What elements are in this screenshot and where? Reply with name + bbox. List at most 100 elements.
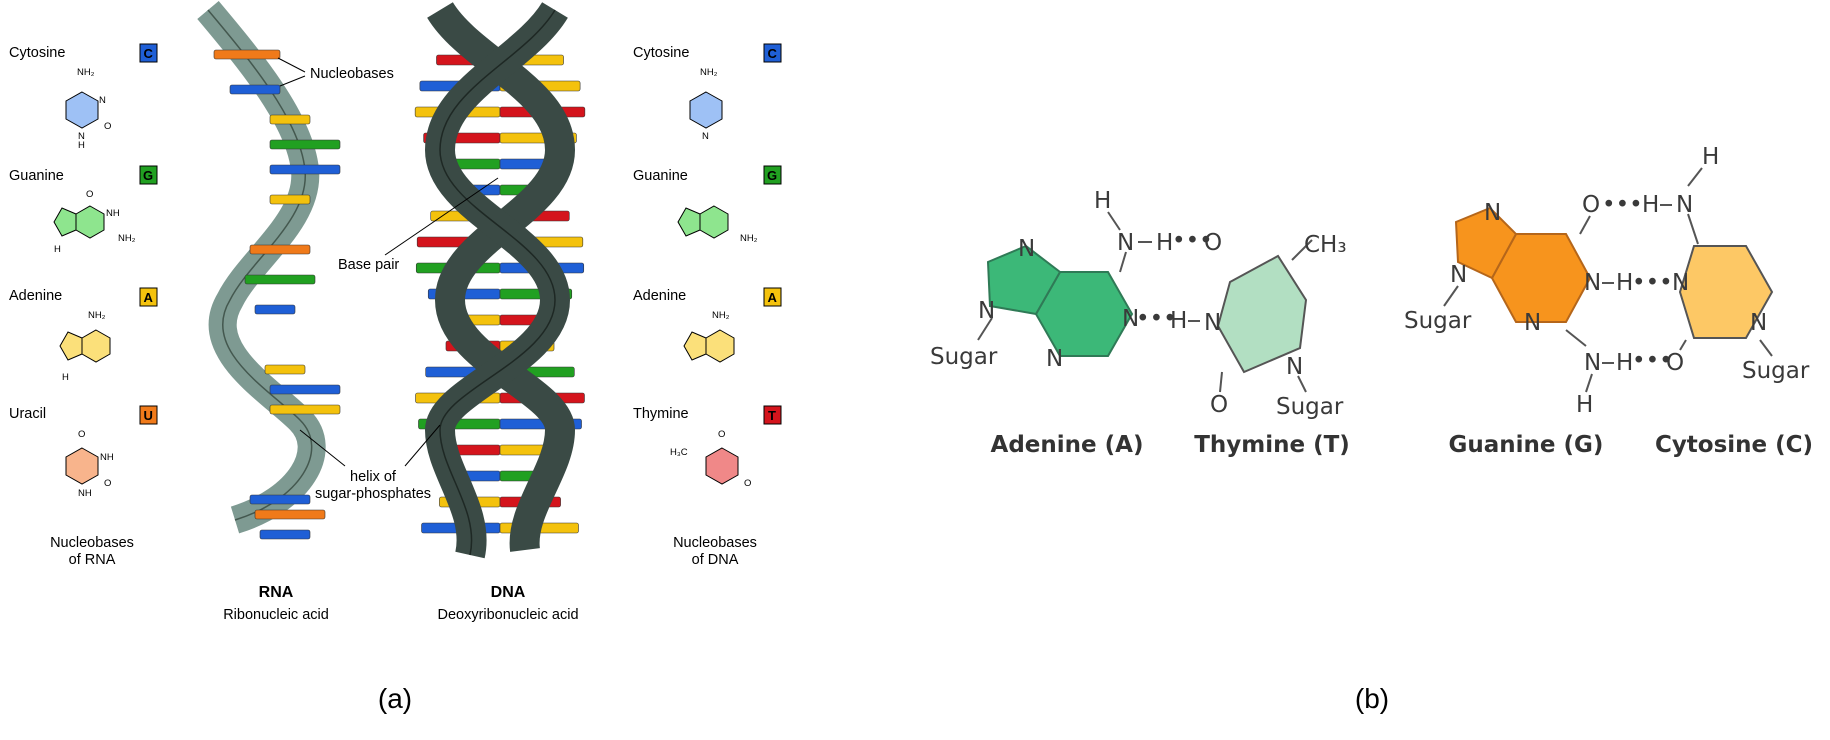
guanine-structure-icon bbox=[76, 206, 104, 238]
base-name-adenine: Adenine bbox=[9, 288, 62, 304]
uracil-structure-icon bbox=[66, 448, 98, 484]
atom-label: NH₂ bbox=[700, 67, 718, 78]
bond bbox=[1586, 374, 1592, 392]
dna-nucleobases-caption: of DNA bbox=[692, 552, 739, 568]
badge-letter-a: A bbox=[144, 290, 154, 305]
bond bbox=[1444, 286, 1458, 306]
methyl-label: CH₃ bbox=[1304, 232, 1347, 258]
atom-h: H bbox=[1642, 192, 1659, 218]
rna-base-rung bbox=[265, 365, 305, 374]
atom-label: NH₂ bbox=[77, 67, 95, 78]
rna-base-rung bbox=[270, 165, 340, 174]
atom-label: H bbox=[78, 140, 85, 151]
rna-base-rung bbox=[255, 510, 325, 519]
dna-subtitle: Deoxyribonucleic acid bbox=[437, 607, 578, 623]
guanine-ring-icon bbox=[678, 208, 700, 236]
badge-letter-t: T bbox=[768, 408, 776, 423]
rna-nucleobases-caption: Nucleobases bbox=[50, 535, 134, 551]
rna-base-rung bbox=[230, 85, 280, 94]
adenine-ring-icon bbox=[684, 332, 706, 360]
panel-a-label: (a) bbox=[378, 683, 412, 714]
badge-letter-a: A bbox=[768, 290, 778, 305]
helix-annotation: sugar-phosphates bbox=[315, 486, 431, 502]
atom-label: O bbox=[78, 429, 85, 440]
cytosine-caption: Cytosine (C) bbox=[1655, 432, 1813, 458]
rna-base-rung bbox=[260, 530, 310, 539]
rna-nucleobase-list: Cytosine C NH₂ N N H O Guanine G O NH NH… bbox=[9, 44, 157, 568]
atom-label: N bbox=[99, 95, 106, 106]
bond bbox=[1580, 216, 1590, 234]
atom-h: H bbox=[1616, 270, 1633, 296]
dna-title: DNA bbox=[491, 584, 526, 601]
h-bond-dots: ••• bbox=[1632, 270, 1673, 296]
atom-n: N bbox=[1524, 310, 1541, 336]
atom-label: NH bbox=[106, 208, 120, 219]
bond bbox=[1680, 340, 1686, 350]
atom-n: N bbox=[1672, 270, 1689, 296]
rna-base-rung bbox=[270, 385, 340, 394]
atom-h: H bbox=[1094, 188, 1111, 214]
atom-n: N bbox=[1484, 200, 1501, 226]
cytosine-structure-icon bbox=[66, 92, 98, 128]
adenine-structure-icon bbox=[706, 330, 734, 362]
atom-label: NH₂ bbox=[118, 233, 136, 244]
atom-n: N bbox=[1286, 354, 1303, 380]
atom-label: NH₂ bbox=[712, 310, 730, 321]
atom-o: O bbox=[1582, 192, 1600, 218]
base-name-adenine: Adenine bbox=[633, 288, 686, 304]
atom-h: H bbox=[1616, 350, 1633, 376]
sugar-label: Sugar bbox=[930, 344, 998, 370]
sugar-label: Sugar bbox=[1742, 358, 1810, 384]
atom-n: N bbox=[1117, 230, 1134, 256]
panel-a: Cytosine C NH₂ N N H O Guanine G O NH NH… bbox=[9, 10, 781, 714]
bond bbox=[1760, 340, 1772, 356]
atom-o: O bbox=[1210, 392, 1228, 418]
base-name-cytosine: Cytosine bbox=[633, 45, 689, 61]
atom-label: NH bbox=[78, 488, 92, 499]
bond bbox=[1688, 214, 1698, 244]
atom-label: H₃C bbox=[670, 447, 688, 458]
adenine-structure-icon bbox=[82, 330, 110, 362]
atom-label: O bbox=[104, 478, 111, 489]
atom-label: O bbox=[718, 429, 725, 440]
badge-letter-c: C bbox=[768, 46, 778, 61]
base-name-guanine: Guanine bbox=[633, 168, 688, 184]
atom-label: NH bbox=[100, 452, 114, 463]
rna-base-rung bbox=[270, 140, 340, 149]
bond bbox=[1108, 212, 1120, 230]
badge-letter-g: G bbox=[767, 168, 777, 183]
base-pair-annotation: Base pair bbox=[338, 257, 399, 273]
atom-n: N bbox=[1046, 346, 1063, 372]
badge-letter-u: U bbox=[144, 408, 153, 423]
badge-letter-c: C bbox=[144, 46, 154, 61]
rna-base-rung bbox=[250, 495, 310, 504]
guanine-caption: Guanine (G) bbox=[1449, 432, 1604, 458]
rna-helix bbox=[208, 10, 340, 539]
rna-base-rung bbox=[214, 50, 280, 59]
adenine-caption: Adenine (A) bbox=[991, 432, 1144, 458]
rna-nucleobases-caption: of RNA bbox=[69, 552, 116, 568]
bond bbox=[1688, 168, 1702, 186]
bond bbox=[1220, 372, 1222, 392]
atom-n: N bbox=[1750, 310, 1767, 336]
adenine-ring-icon bbox=[60, 332, 82, 360]
atom-label: NH₂ bbox=[88, 310, 106, 321]
sugar-label: Sugar bbox=[1404, 308, 1472, 334]
panel-b: N N N N Sugar N H H ••• ••• H O N N O C bbox=[930, 144, 1813, 714]
atom-h: H bbox=[1170, 308, 1187, 334]
guanine-cytosine-pair: N N N N Sugar O ••• H ••• N H ••• H H bbox=[1404, 144, 1813, 458]
rna-base-rung bbox=[270, 405, 340, 414]
guanine-ring-icon bbox=[54, 208, 76, 236]
atom-n: N bbox=[1018, 236, 1035, 262]
thymine-caption: Thymine (T) bbox=[1194, 432, 1350, 458]
atom-h: H bbox=[1702, 144, 1719, 170]
atom-n: N bbox=[1204, 310, 1221, 336]
pointer-line bbox=[280, 76, 305, 86]
atom-o: O bbox=[1666, 350, 1684, 376]
atom-n: N bbox=[978, 298, 995, 324]
rna-base-rung bbox=[245, 275, 315, 284]
atom-label: NH₂ bbox=[740, 233, 758, 244]
atom-o: O bbox=[1204, 230, 1222, 256]
rna-base-rung bbox=[250, 245, 310, 254]
